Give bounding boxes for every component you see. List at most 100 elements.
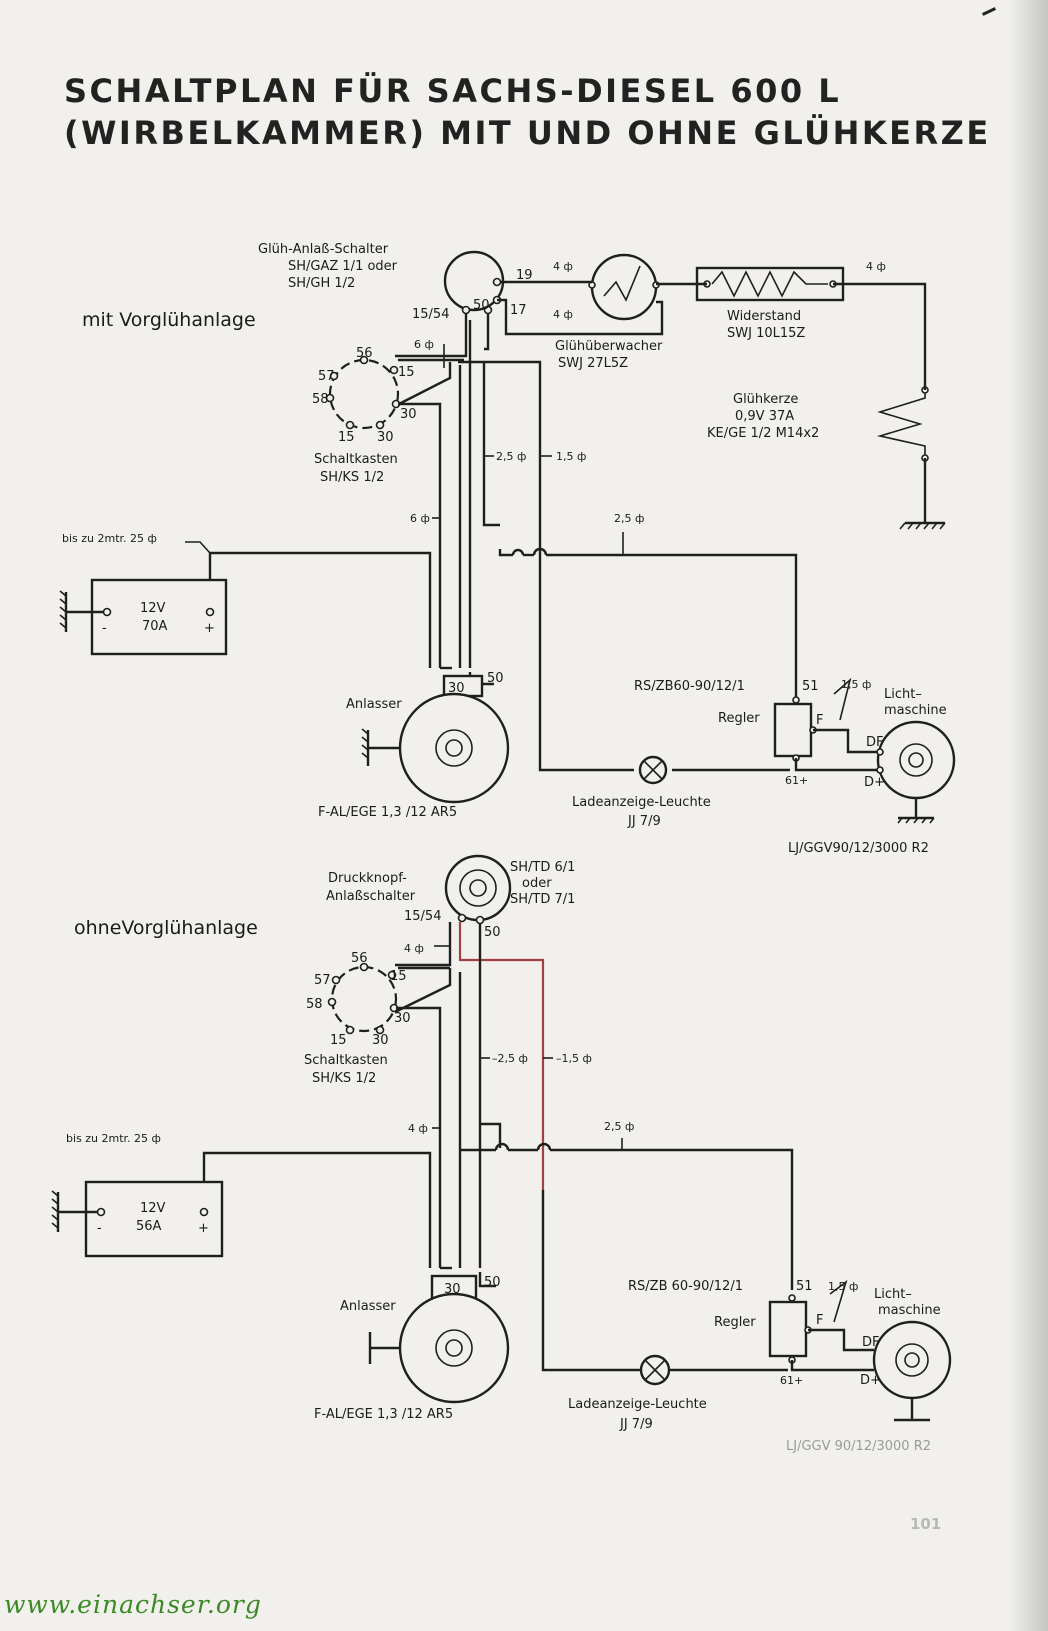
switch-terminal-15-54: 15/54 xyxy=(412,307,449,322)
switch-terminal-19: 19 xyxy=(516,268,533,283)
bottom-wiring: 4 ф –2,5 ф –1,5 ф 4 ф 2,5 ф xyxy=(202,922,794,1372)
charge-lamp-top: Ladeanzeige-Leuchte JJ 7/9 xyxy=(572,755,711,829)
generator-terminal-DF: DF xyxy=(866,735,884,750)
starter-body-bottom xyxy=(398,1292,510,1404)
glow-start-switch: Glüh-Anlaß-Schalter SH/GAZ 1/1 oder SH/G… xyxy=(258,242,533,322)
generator-terminal-D: D+ xyxy=(864,775,885,790)
box-terminal-15a: 15 xyxy=(398,365,415,380)
resistor-wire: 4 ф xyxy=(866,260,886,273)
wire-label-2-5b-bottom: 2,5 ф xyxy=(604,1120,634,1133)
battery-minus: - xyxy=(102,621,107,636)
pushbutton-name-2: Anlaßschalter xyxy=(326,889,416,904)
starter-body xyxy=(398,692,510,804)
glowplug-spec: 0,9V 37A xyxy=(735,409,794,424)
starter-terminal-30: 30 xyxy=(448,681,465,696)
battery-voltage-bottom: 12V xyxy=(140,1201,166,1216)
starter-top: 30 50 Anlasser F-AL/EGE 1,3 /12 AR5 xyxy=(318,671,510,820)
section-label-bottom: ohneVorglühanlage xyxy=(74,917,258,939)
lamp-name: Ladeanzeige-Leuchte xyxy=(572,795,711,810)
battery-box-bottom xyxy=(84,1180,224,1258)
box-terminal-30b-bottom: 30 xyxy=(372,1033,389,1048)
switch-name: Glüh-Anlaß-Schalter xyxy=(258,242,389,257)
generator-name-2: maschine xyxy=(884,703,947,718)
box-terminal-57-bottom: 57 xyxy=(314,973,331,988)
generator-model: LJ/GGV90/12/3000 R2 xyxy=(788,841,929,856)
regulator-terminal-51-bottom: 51 xyxy=(796,1279,813,1294)
charge-lamp-bottom: Ladeanzeige-Leuchte JJ 7/9 xyxy=(568,1354,707,1432)
top-wiring: 6 ф 2,5 ф 1,5 ф 6 ф 2,5 ф xyxy=(208,280,927,772)
generator-body xyxy=(876,720,956,800)
pushbutton-body xyxy=(444,854,512,922)
pushbutton-name-1: Druckknopf- xyxy=(328,871,407,886)
page-number: 101 xyxy=(910,1515,942,1533)
wire-label-2-5b: 2,5 ф xyxy=(614,512,644,525)
glow-plug: Glühkerze 0,9V 37A KE/GE 1/2 M14x2 xyxy=(707,386,946,530)
box-terminal-56-bottom: 56 xyxy=(351,951,368,966)
box-terminal-58: 58 xyxy=(312,392,329,407)
regulator-bottom: RS/ZB 60-90/12/1 51 Regler F 61+ 1,5 ф xyxy=(628,1279,858,1387)
pushbutton-model-1: SH/TD 6/1 xyxy=(510,860,575,875)
box-name: Schaltkasten xyxy=(314,452,398,467)
page-title: SCHALTPLAN FÜR SACHS-DIESEL 600 L (WIRBE… xyxy=(64,70,991,154)
regulator-top: RS/ZB60-90/12/1 51 Regler F 61+ 1,5 ф xyxy=(634,677,871,787)
regulator-model-bottom: RS/ZB 60-90/12/1 xyxy=(628,1279,743,1294)
battery-box xyxy=(90,578,228,656)
switch-terminal-50: 50 xyxy=(473,298,490,313)
box-terminal-30a-bottom: 30 xyxy=(394,1011,411,1026)
wire-label-1-5-bottom: –1,5 ф xyxy=(556,1052,592,1065)
box-terminal-15b: 15 xyxy=(338,430,355,445)
wire-label-6a: 6 ф xyxy=(414,338,434,351)
wire-label-2-5: 2,5 ф xyxy=(496,450,526,463)
starter-bottom: 30 50 Anlasser F-AL/EGE 1,3 /12 AR5 xyxy=(314,1274,510,1422)
generator-terminal-D-bottom: D+ xyxy=(860,1373,881,1388)
battery-minus-bottom: - xyxy=(97,1221,102,1236)
starter-name: Anlasser xyxy=(346,697,402,712)
watermark-link[interactable]: www.einachser.org xyxy=(4,1590,262,1619)
box-terminal-30b: 30 xyxy=(377,430,394,445)
glowplug-model: KE/GE 1/2 M14x2 xyxy=(707,426,819,441)
battery-top: bis zu 2mtr. 25 ф 12V 70A - + xyxy=(59,532,228,656)
starter-terminal-50: 50 xyxy=(487,671,504,686)
monitor-wire-1: 4 ф xyxy=(553,260,573,273)
starter-model: F-AL/EGE 1,3 /12 AR5 xyxy=(318,805,457,820)
starter-model-bottom: F-AL/EGE 1,3 /12 AR5 xyxy=(314,1407,453,1422)
wire-label-2-5-bottom: –2,5 ф xyxy=(492,1052,528,1065)
box-name-bottom: Schaltkasten xyxy=(304,1053,388,1068)
regulator-terminal-F: F xyxy=(816,713,823,728)
switch-box-bottom: 56 57 58 15 30 15 30 Schaltkasten SH/KS … xyxy=(304,951,442,1086)
lamp-model: JJ 7/9 xyxy=(627,814,661,829)
lamp-name-bottom: Ladeanzeige-Leuchte xyxy=(568,1397,707,1412)
battery-note-bottom: bis zu 2mtr. 25 ф xyxy=(66,1132,161,1145)
battery-voltage: 12V xyxy=(140,601,166,616)
wire-label-4b: 4 ф xyxy=(408,1122,428,1135)
regulator-box-bottom xyxy=(768,1300,808,1358)
wire-label-4a: 4 ф xyxy=(404,942,424,955)
switch-box: 56 57 58 15 30 15 30 Schaltkasten SH/KS … xyxy=(312,346,442,485)
box-terminal-15a-bottom: 15 xyxy=(390,969,407,984)
resistor-model: SWJ 10L15Z xyxy=(727,326,805,341)
regulator-terminal-61-bottom: 61+ xyxy=(780,1374,803,1387)
battery-amp-bottom: 56A xyxy=(136,1219,162,1234)
box-model: SH/KS 1/2 xyxy=(320,470,384,485)
box-terminal-56: 56 xyxy=(356,346,373,361)
generator-body-bottom xyxy=(872,1320,952,1400)
generator-name-2-bottom: maschine xyxy=(878,1303,941,1318)
battery-plus-bottom: + xyxy=(198,1221,209,1236)
section-label-top: mit Vorglühanlage xyxy=(82,309,256,331)
regulator-model: RS/ZB60-90/12/1 xyxy=(634,679,745,694)
glow-monitor: 4 ф 4 ф Glühüberwacher SWJ 27L5Z xyxy=(553,253,663,371)
pushbutton-terminal-50: 50 xyxy=(484,925,501,940)
box-terminal-58-bottom: 58 xyxy=(306,997,323,1012)
title-line-2: (WIRBELKAMMER) MIT UND OHNE GLÜHKERZE xyxy=(64,114,991,152)
regulator-box xyxy=(773,702,813,758)
monitor-model: SWJ 27L5Z xyxy=(558,356,628,371)
regulator-terminal-51: 51 xyxy=(802,679,819,694)
page-edge-shadow xyxy=(1008,0,1048,1631)
regulator-terminal-61: 61+ xyxy=(785,774,808,787)
battery-amp: 70A xyxy=(142,619,168,634)
resistor: Widerstand SWJ 10L15Z 4 ф xyxy=(695,260,886,341)
glowplug-name: Glühkerze xyxy=(733,392,798,407)
box-terminal-15b-bottom: 15 xyxy=(330,1033,347,1048)
generator-name-1-bottom: Licht– xyxy=(874,1287,912,1302)
